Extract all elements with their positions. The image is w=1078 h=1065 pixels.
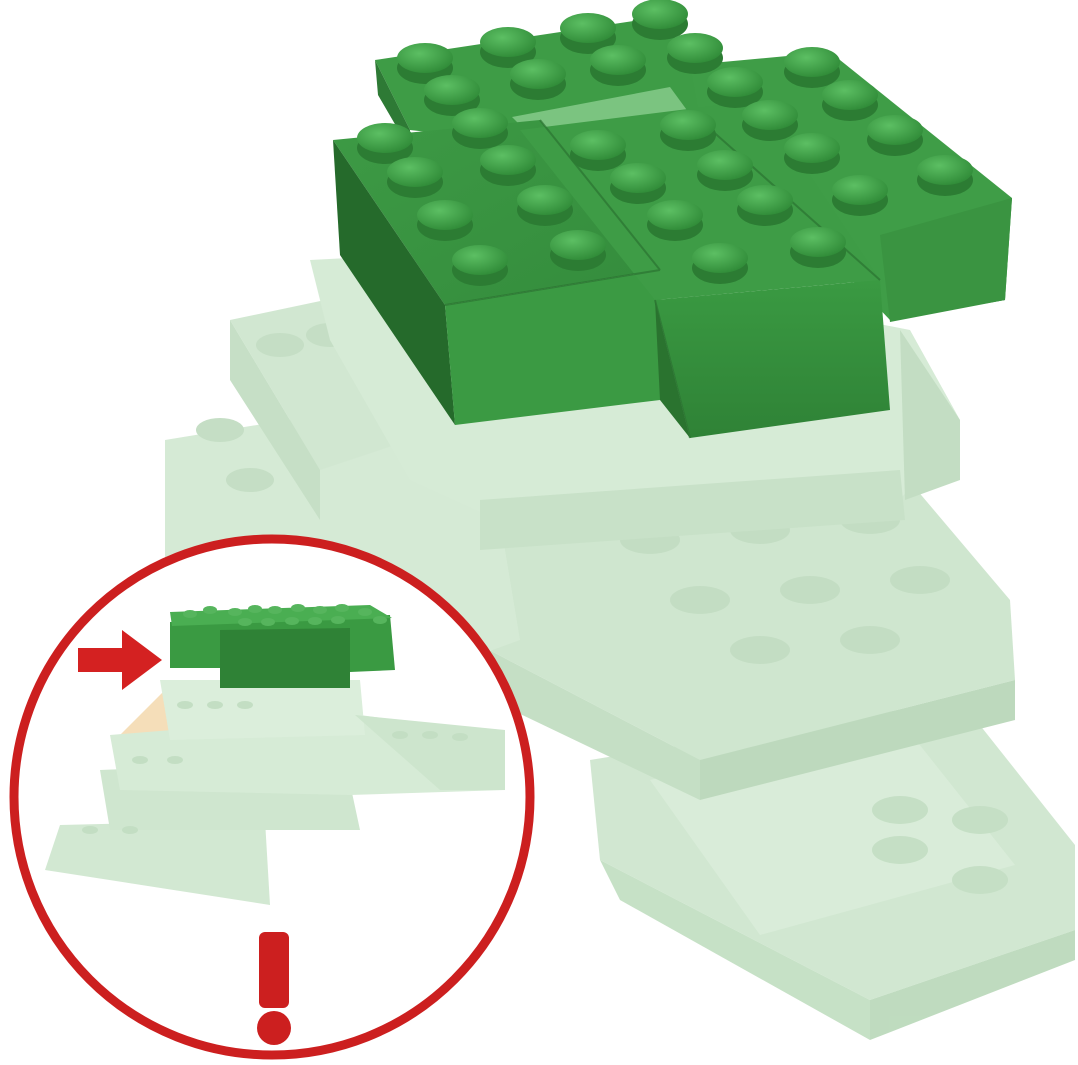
exclamation-icon (257, 932, 291, 1045)
callout-detail (14, 539, 530, 1055)
